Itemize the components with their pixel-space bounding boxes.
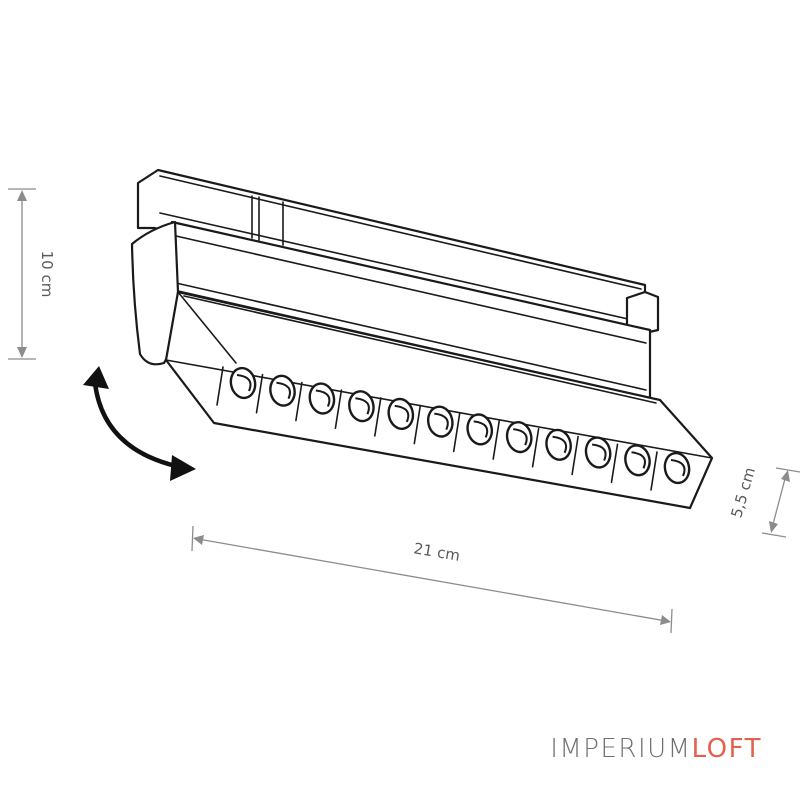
lens-reflector: [513, 428, 528, 446]
lens-reflector: [473, 420, 489, 438]
lens-divider: [413, 404, 422, 445]
lens-reflector: [670, 459, 686, 477]
led-lens: [216, 366, 257, 406]
led-lens: [334, 389, 375, 430]
lens-reflector: [434, 412, 449, 430]
led-lens: [531, 427, 572, 468]
led-lens: [413, 404, 454, 445]
lens-reflector: [591, 443, 607, 461]
led-lens: [610, 443, 651, 484]
lens-divider: [571, 435, 579, 476]
height-dimension: 10 cm: [8, 188, 56, 360]
lens-array: [216, 366, 691, 491]
depth-label: 5,5 cm: [727, 465, 758, 519]
lens-reflector: [552, 435, 568, 454]
track-adapter: [136, 168, 660, 335]
width-dimension: 21 cm: [191, 525, 673, 634]
brand-primary-text: IMPERIUM: [550, 734, 692, 764]
lens-divider: [492, 420, 501, 460]
led-lens: [255, 373, 296, 414]
lens-divider: [255, 373, 264, 414]
lens-reflector: [355, 397, 370, 415]
lens-divider: [295, 381, 303, 422]
lens-reflector: [315, 389, 331, 407]
lens-reflector: [631, 451, 646, 469]
led-lens: [452, 412, 494, 453]
brand-accent-text: LOFT: [691, 734, 762, 764]
led-lens: [492, 420, 533, 460]
lens-divider: [610, 443, 619, 484]
lens-reflector: [394, 404, 410, 423]
lens-divider: [334, 389, 343, 430]
width-label: 21 cm: [412, 539, 461, 564]
swivel-arm: [130, 220, 180, 366]
led-lens: [373, 397, 415, 437]
led-lens: [295, 381, 336, 422]
lens-reflector: [276, 381, 291, 400]
lens-divider: [452, 412, 461, 453]
rotation-arrow-icon: [83, 366, 196, 481]
lens-divider: [531, 427, 540, 468]
lens-divider: [216, 366, 224, 406]
track-light-drawing: [130, 168, 714, 510]
led-lens: [650, 451, 691, 491]
height-label: 10 cm: [38, 251, 56, 298]
brand-logo: IMPERIUMLOFT: [550, 734, 762, 764]
lens-divider: [650, 451, 658, 491]
depth-dimension: 5,5 cm: [727, 465, 800, 538]
lens-divider: [373, 397, 382, 437]
lens-reflector: [236, 374, 252, 392]
led-lens: [571, 435, 612, 476]
